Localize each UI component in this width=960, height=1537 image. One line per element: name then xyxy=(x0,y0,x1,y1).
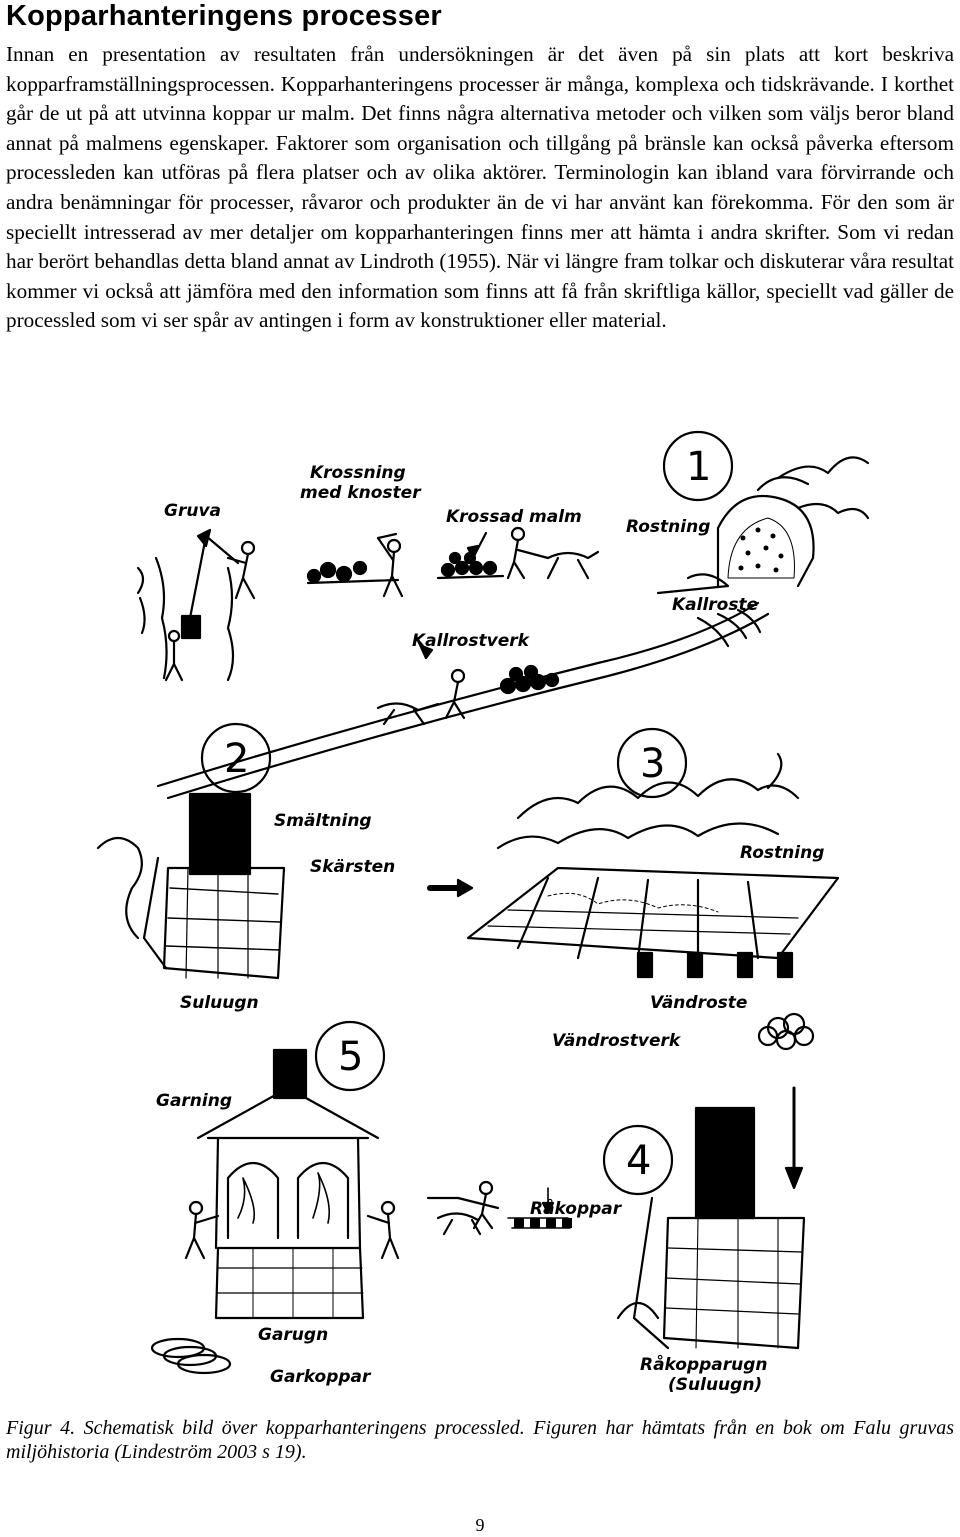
mine-shaft-drawing xyxy=(136,528,256,682)
label-rostning-3: Rostning xyxy=(740,843,824,863)
step-number-2: 2 xyxy=(224,736,249,782)
label-suluugn: Suluugn xyxy=(180,993,259,1013)
label-garning: Garning xyxy=(156,1091,232,1111)
step-number-1: 1 xyxy=(686,444,711,490)
label-krossad-malm: Krossad malm xyxy=(446,507,582,527)
label-gruva: Gruva xyxy=(164,501,221,521)
label-kallrostverk: Kallrostverk xyxy=(412,631,531,651)
label-med-knoster: med knoster xyxy=(300,483,422,503)
section-heading: Kopparhanteringens processer xyxy=(6,0,442,32)
refining-furnace-drawing xyxy=(150,1020,400,1375)
label-rakoppar: Råkoppar xyxy=(530,1198,623,1219)
label-smaltning: Smältning xyxy=(274,811,372,831)
step-number-4: 4 xyxy=(626,1138,651,1184)
transport-track-drawing xyxy=(156,601,770,800)
label-garugn: Garugn xyxy=(258,1325,328,1345)
step-number-5: 5 xyxy=(338,1034,363,1080)
label-rostning-1: Rostning xyxy=(626,517,710,537)
label-garkoppar: Garkoppar xyxy=(270,1367,372,1387)
label-kallroste: Kallroste xyxy=(672,595,758,615)
turn-roasting-drawing xyxy=(466,727,840,1190)
step-number-3: 3 xyxy=(640,741,665,787)
label-krossning: Krossning xyxy=(310,463,406,483)
raw-copper-furnace-drawing xyxy=(426,1106,806,1350)
label-rakopparugn: Råkopparugn xyxy=(640,1354,768,1375)
crushing-drawing xyxy=(306,532,404,598)
page-number: 9 xyxy=(475,1515,485,1535)
illustration-svg: 1 2 3 4 5 Gruva Krossning med knoster Kr… xyxy=(96,430,870,1395)
process-illustration: 1 2 3 4 5 Gruva Krossning med knoster Kr… xyxy=(78,418,884,1408)
smelting-furnace-drawing xyxy=(96,722,474,980)
body-paragraph: Innan en presentation av resultaten från… xyxy=(6,42,954,333)
label-vandrostverk: Vändrostverk xyxy=(552,1031,682,1051)
figure-caption: Figur 4. Schematisk bild över kopparhant… xyxy=(6,1417,954,1463)
label-skarsten: Skärsten xyxy=(310,857,395,877)
label-vandroste: Vändroste xyxy=(650,993,747,1013)
ore-sled-drawing xyxy=(436,526,600,580)
label-suluugn-4: (Suluugn) xyxy=(668,1375,762,1395)
roasting-kiln-drawing xyxy=(656,430,870,595)
